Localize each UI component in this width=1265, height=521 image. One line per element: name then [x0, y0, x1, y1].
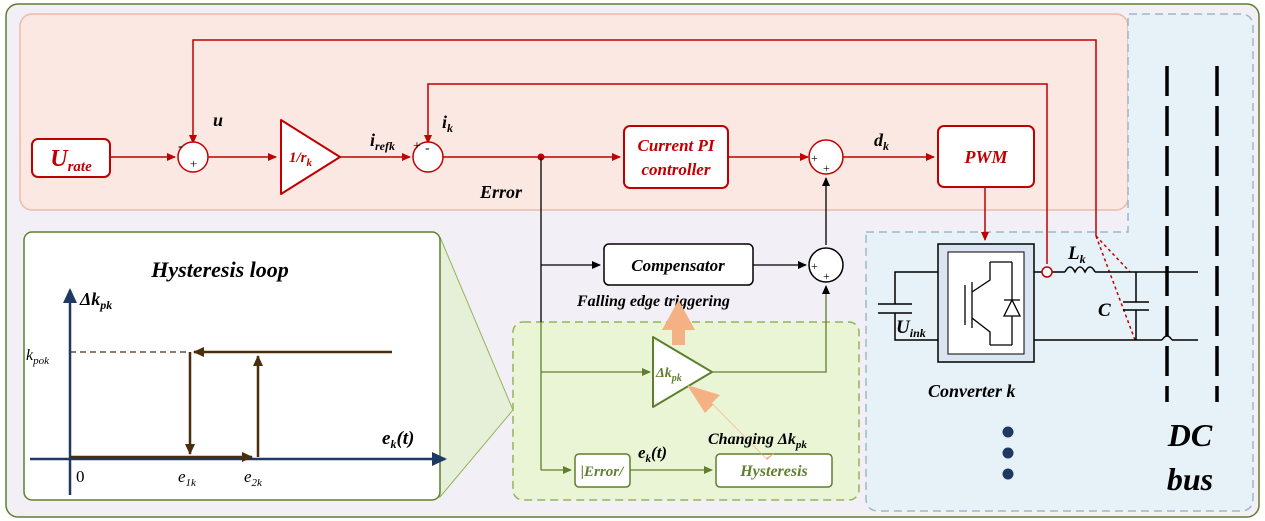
- sense-dash-1: [1095, 235, 1131, 273]
- igbt-icon: [964, 261, 1022, 346]
- pwm-block: [937, 125, 1035, 188]
- x-axis-label: ek(t): [382, 428, 414, 451]
- dkp-label: Δkpk: [655, 366, 682, 384]
- sense-dash-2: [1095, 235, 1136, 341]
- ellipsis-dot-2: [1002, 447, 1014, 459]
- voltage-sum-junction: [177, 141, 209, 173]
- ek-signal-label: ek(t): [638, 443, 667, 465]
- changing-arrow: [687, 385, 776, 460]
- dc-bus-label-line1: DC: [1167, 417, 1213, 453]
- falling-edge-label: Falling edge triggering: [576, 293, 730, 310]
- error-label: Error: [479, 182, 523, 202]
- hysteresis-block: [715, 453, 833, 488]
- compensator-sum-junction: [808, 247, 844, 283]
- gain-label: 1/rk: [289, 150, 313, 169]
- pi-label-line2: controller: [642, 160, 711, 179]
- hysteresis-title: Hysteresis loop: [150, 257, 289, 282]
- dc-bus-label-line2: bus: [1167, 461, 1213, 497]
- lk-label: Lk: [1067, 243, 1086, 266]
- iref-label: irefk: [370, 130, 395, 153]
- sum4-plus-bottom: +: [823, 269, 830, 283]
- u-label: u: [213, 110, 223, 130]
- dkp-gain-block: [652, 336, 713, 408]
- abs-error-label: |Error/: [581, 464, 625, 480]
- e2k-label: e2k: [244, 467, 263, 489]
- ellipsis-dot-1: [1002, 426, 1014, 438]
- voltage-feedback-line: [189, 39, 1097, 236]
- duty-sum-junction: [808, 139, 844, 175]
- hysteresis-inset: Hysteresis loop Δkpk kpok ek(t) 0 e1k e2…: [23, 231, 447, 501]
- uin-label: Uink: [896, 317, 926, 340]
- kpok-label: kpok: [26, 347, 50, 367]
- ellipsis-dot-3: [1002, 468, 1014, 480]
- sum1-minus-sign: -: [178, 139, 183, 154]
- pwm-label: PWM: [963, 147, 1008, 167]
- compensator-block: [603, 243, 754, 286]
- y-axis-label: Δkpk: [79, 289, 112, 312]
- triggering-arrow: [662, 300, 695, 345]
- current-pi-controller: [623, 125, 729, 189]
- converter-label: Converter k: [928, 381, 1016, 401]
- compensator-label: Compensator: [631, 256, 725, 275]
- sum1-plus-sign: +: [190, 156, 197, 171]
- changing-label: Changing Δkpk: [708, 431, 807, 451]
- capacitor-label: C: [1098, 300, 1111, 321]
- urate-block: [31, 138, 111, 178]
- gain-block: [280, 119, 341, 195]
- sum2-minus-sign: -: [425, 141, 430, 156]
- sum4-plus-left: +: [811, 259, 818, 273]
- pi-label-line1: Current PI: [638, 136, 716, 155]
- hysteresis-label: Hysteresis: [739, 463, 808, 480]
- urate-label: Urate: [50, 146, 92, 175]
- abs-error-block: [574, 453, 631, 488]
- sum3-plus-bottom: +: [823, 161, 830, 175]
- sum2-plus-sign: +: [413, 139, 421, 154]
- e1k-label: e1k: [178, 467, 197, 489]
- current-sum-junction: [412, 141, 444, 173]
- sum3-plus-left: +: [811, 151, 818, 165]
- converter-region: [865, 13, 1254, 512]
- converter-circuit: [878, 266, 1198, 341]
- origin-label: 0: [76, 467, 85, 486]
- current-sensor: [1041, 266, 1053, 278]
- ik-label: ik: [442, 112, 453, 135]
- dkp-to-sum: [710, 285, 830, 373]
- dk-label: dk: [874, 130, 889, 153]
- current-feedback-line: [424, 83, 1048, 264]
